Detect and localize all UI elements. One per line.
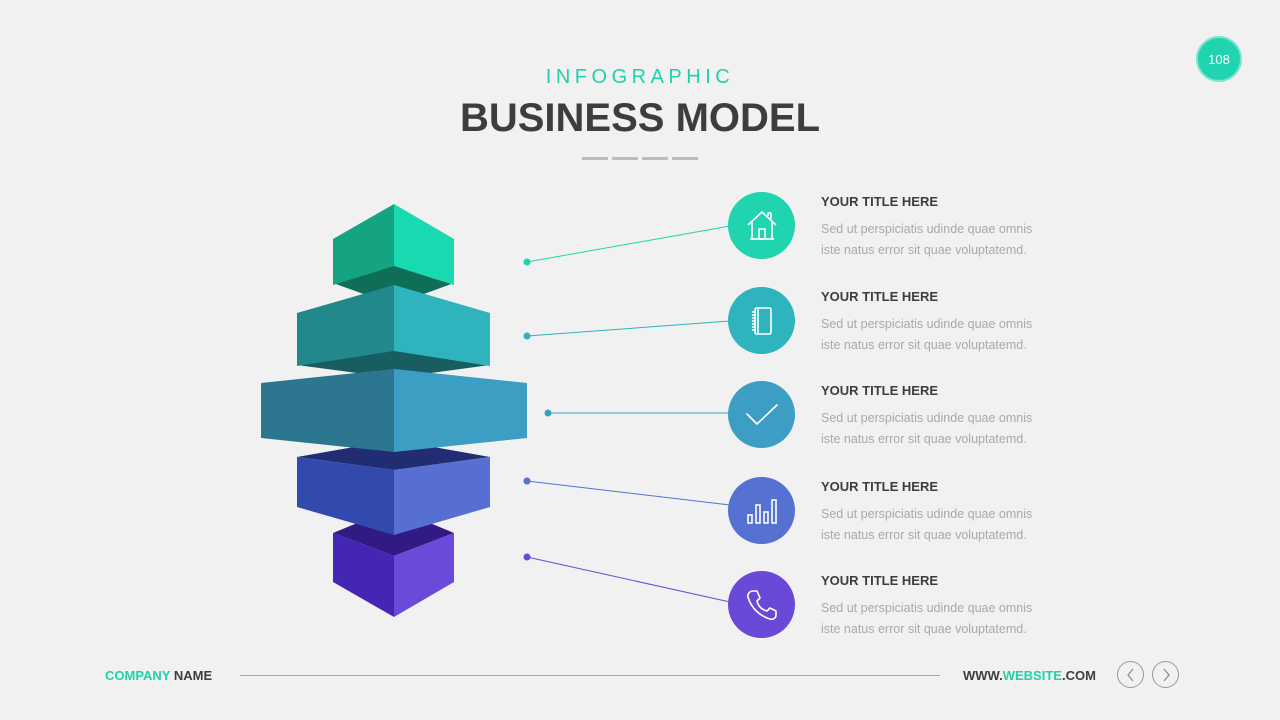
item-title: YOUR TITLE HERE <box>821 479 939 494</box>
icon-circle <box>728 477 795 544</box>
connector-dot-1 <box>523 258 531 266</box>
connector-line-1 <box>526 225 731 263</box>
connector-dot-3 <box>544 409 552 417</box>
description-line: Sed ut perspiciatis udinde quae omnis <box>821 317 1033 331</box>
block-2-left-face <box>297 285 394 366</box>
item-description: Sed ut perspiciatis udinde quae omnis is… <box>821 408 1071 450</box>
website-link[interactable]: WWW.WEBSITE.COM <box>963 668 1096 683</box>
company-name-rest: NAME <box>170 668 213 683</box>
item-description: Sed ut perspiciatis udinde quae omnis is… <box>821 598 1071 640</box>
icon-circle <box>728 287 795 354</box>
block-4 <box>297 440 490 535</box>
block-5-left-face <box>333 533 394 617</box>
block-4-top-face <box>297 440 490 470</box>
description-line: iste natus error sit quae voluptatemd. <box>821 338 1027 352</box>
chevron-left-icon <box>1126 668 1133 681</box>
item-title: YOUR TITLE HERE <box>821 383 939 398</box>
website-prefix: WWW. <box>963 668 1003 683</box>
checkmark-icon <box>745 403 778 425</box>
item-description: Sed ut perspiciatis udinde quae omnis is… <box>821 314 1071 356</box>
item-title: YOUR TITLE HERE <box>821 194 939 209</box>
notebook-icon <box>751 306 772 335</box>
description-line: Sed ut perspiciatis udinde quae omnis <box>821 411 1033 425</box>
block-1-right-face <box>394 204 454 285</box>
bar-chart-icon <box>746 498 777 524</box>
page-number-badge: 108 <box>1196 36 1242 82</box>
block-4-left-face <box>297 457 394 535</box>
website-suffix: .COM <box>1061 668 1096 683</box>
item-description: Sed ut perspiciatis udinde quae omnis is… <box>821 219 1071 261</box>
item-description: Sed ut perspiciatis udinde quae omnis is… <box>821 504 1071 546</box>
block-1 <box>333 204 454 285</box>
divider-dash <box>582 157 608 160</box>
block-3-right-face <box>394 369 527 452</box>
connector-line-5 <box>526 556 731 603</box>
description-line: iste natus error sit quae voluptatemd. <box>821 528 1027 542</box>
icon-circle <box>728 192 795 259</box>
block-2-right-face <box>394 285 490 366</box>
page-number: 108 <box>1208 51 1230 67</box>
block-5-right-face <box>394 533 454 617</box>
house-icon <box>746 210 777 240</box>
divider-dash <box>612 157 638 160</box>
footer-divider <box>240 675 940 676</box>
company-name: COMPANY NAME <box>105 668 212 683</box>
page-title: BUSINESS MODEL <box>459 96 821 140</box>
title-divider <box>582 157 698 160</box>
list-item: YOUR TITLE HERE Sed ut perspiciatis udin… <box>728 571 1128 641</box>
connector-line-2 <box>526 320 731 337</box>
description-line: Sed ut perspiciatis udinde quae omnis <box>821 507 1033 521</box>
chevron-right-icon <box>1163 668 1170 681</box>
previous-slide-button[interactable] <box>1117 661 1144 688</box>
divider-dash <box>642 157 668 160</box>
list-item: YOUR TITLE HERE Sed ut perspiciatis udin… <box>728 192 1128 262</box>
description-line: Sed ut perspiciatis udinde quae omnis <box>821 601 1033 615</box>
connector-dot-2 <box>523 332 531 340</box>
list-item: YOUR TITLE HERE Sed ut perspiciatis udin… <box>728 287 1128 357</box>
icon-circle <box>728 381 795 448</box>
item-title: YOUR TITLE HERE <box>821 573 939 588</box>
block-2 <box>297 285 490 366</box>
description-line: iste natus error sit quae voluptatemd. <box>821 432 1027 446</box>
description-line: iste natus error sit quae voluptatemd. <box>821 243 1027 257</box>
description-line: Sed ut perspiciatis udinde quae omnis <box>821 222 1033 236</box>
icon-circle <box>728 571 795 638</box>
next-slide-button[interactable] <box>1152 661 1179 688</box>
connector-dot-4 <box>523 477 531 485</box>
description-line: iste natus error sit quae voluptatemd. <box>821 622 1027 636</box>
connector-line-4 <box>526 480 731 506</box>
block-4-right-face <box>394 457 490 535</box>
block-2-underside <box>297 350 490 378</box>
website-accent: WEBSITE <box>1002 668 1062 683</box>
divider-dash <box>672 157 698 160</box>
item-title: YOUR TITLE HERE <box>821 289 939 304</box>
block-1-left-face <box>333 204 394 285</box>
eyebrow-label: INFOGRAPHIC <box>545 66 735 88</box>
list-item: YOUR TITLE HERE Sed ut perspiciatis udin… <box>728 477 1128 547</box>
block-3-left-face <box>261 369 394 452</box>
block-2-bottom-face <box>297 350 490 378</box>
company-name-accent: COMPANY <box>105 668 171 683</box>
connectors <box>523 225 731 603</box>
block-3 <box>261 369 527 452</box>
connector-dot-5 <box>523 553 531 561</box>
phone-icon <box>746 589 777 620</box>
list-item: YOUR TITLE HERE Sed ut perspiciatis udin… <box>728 381 1128 451</box>
